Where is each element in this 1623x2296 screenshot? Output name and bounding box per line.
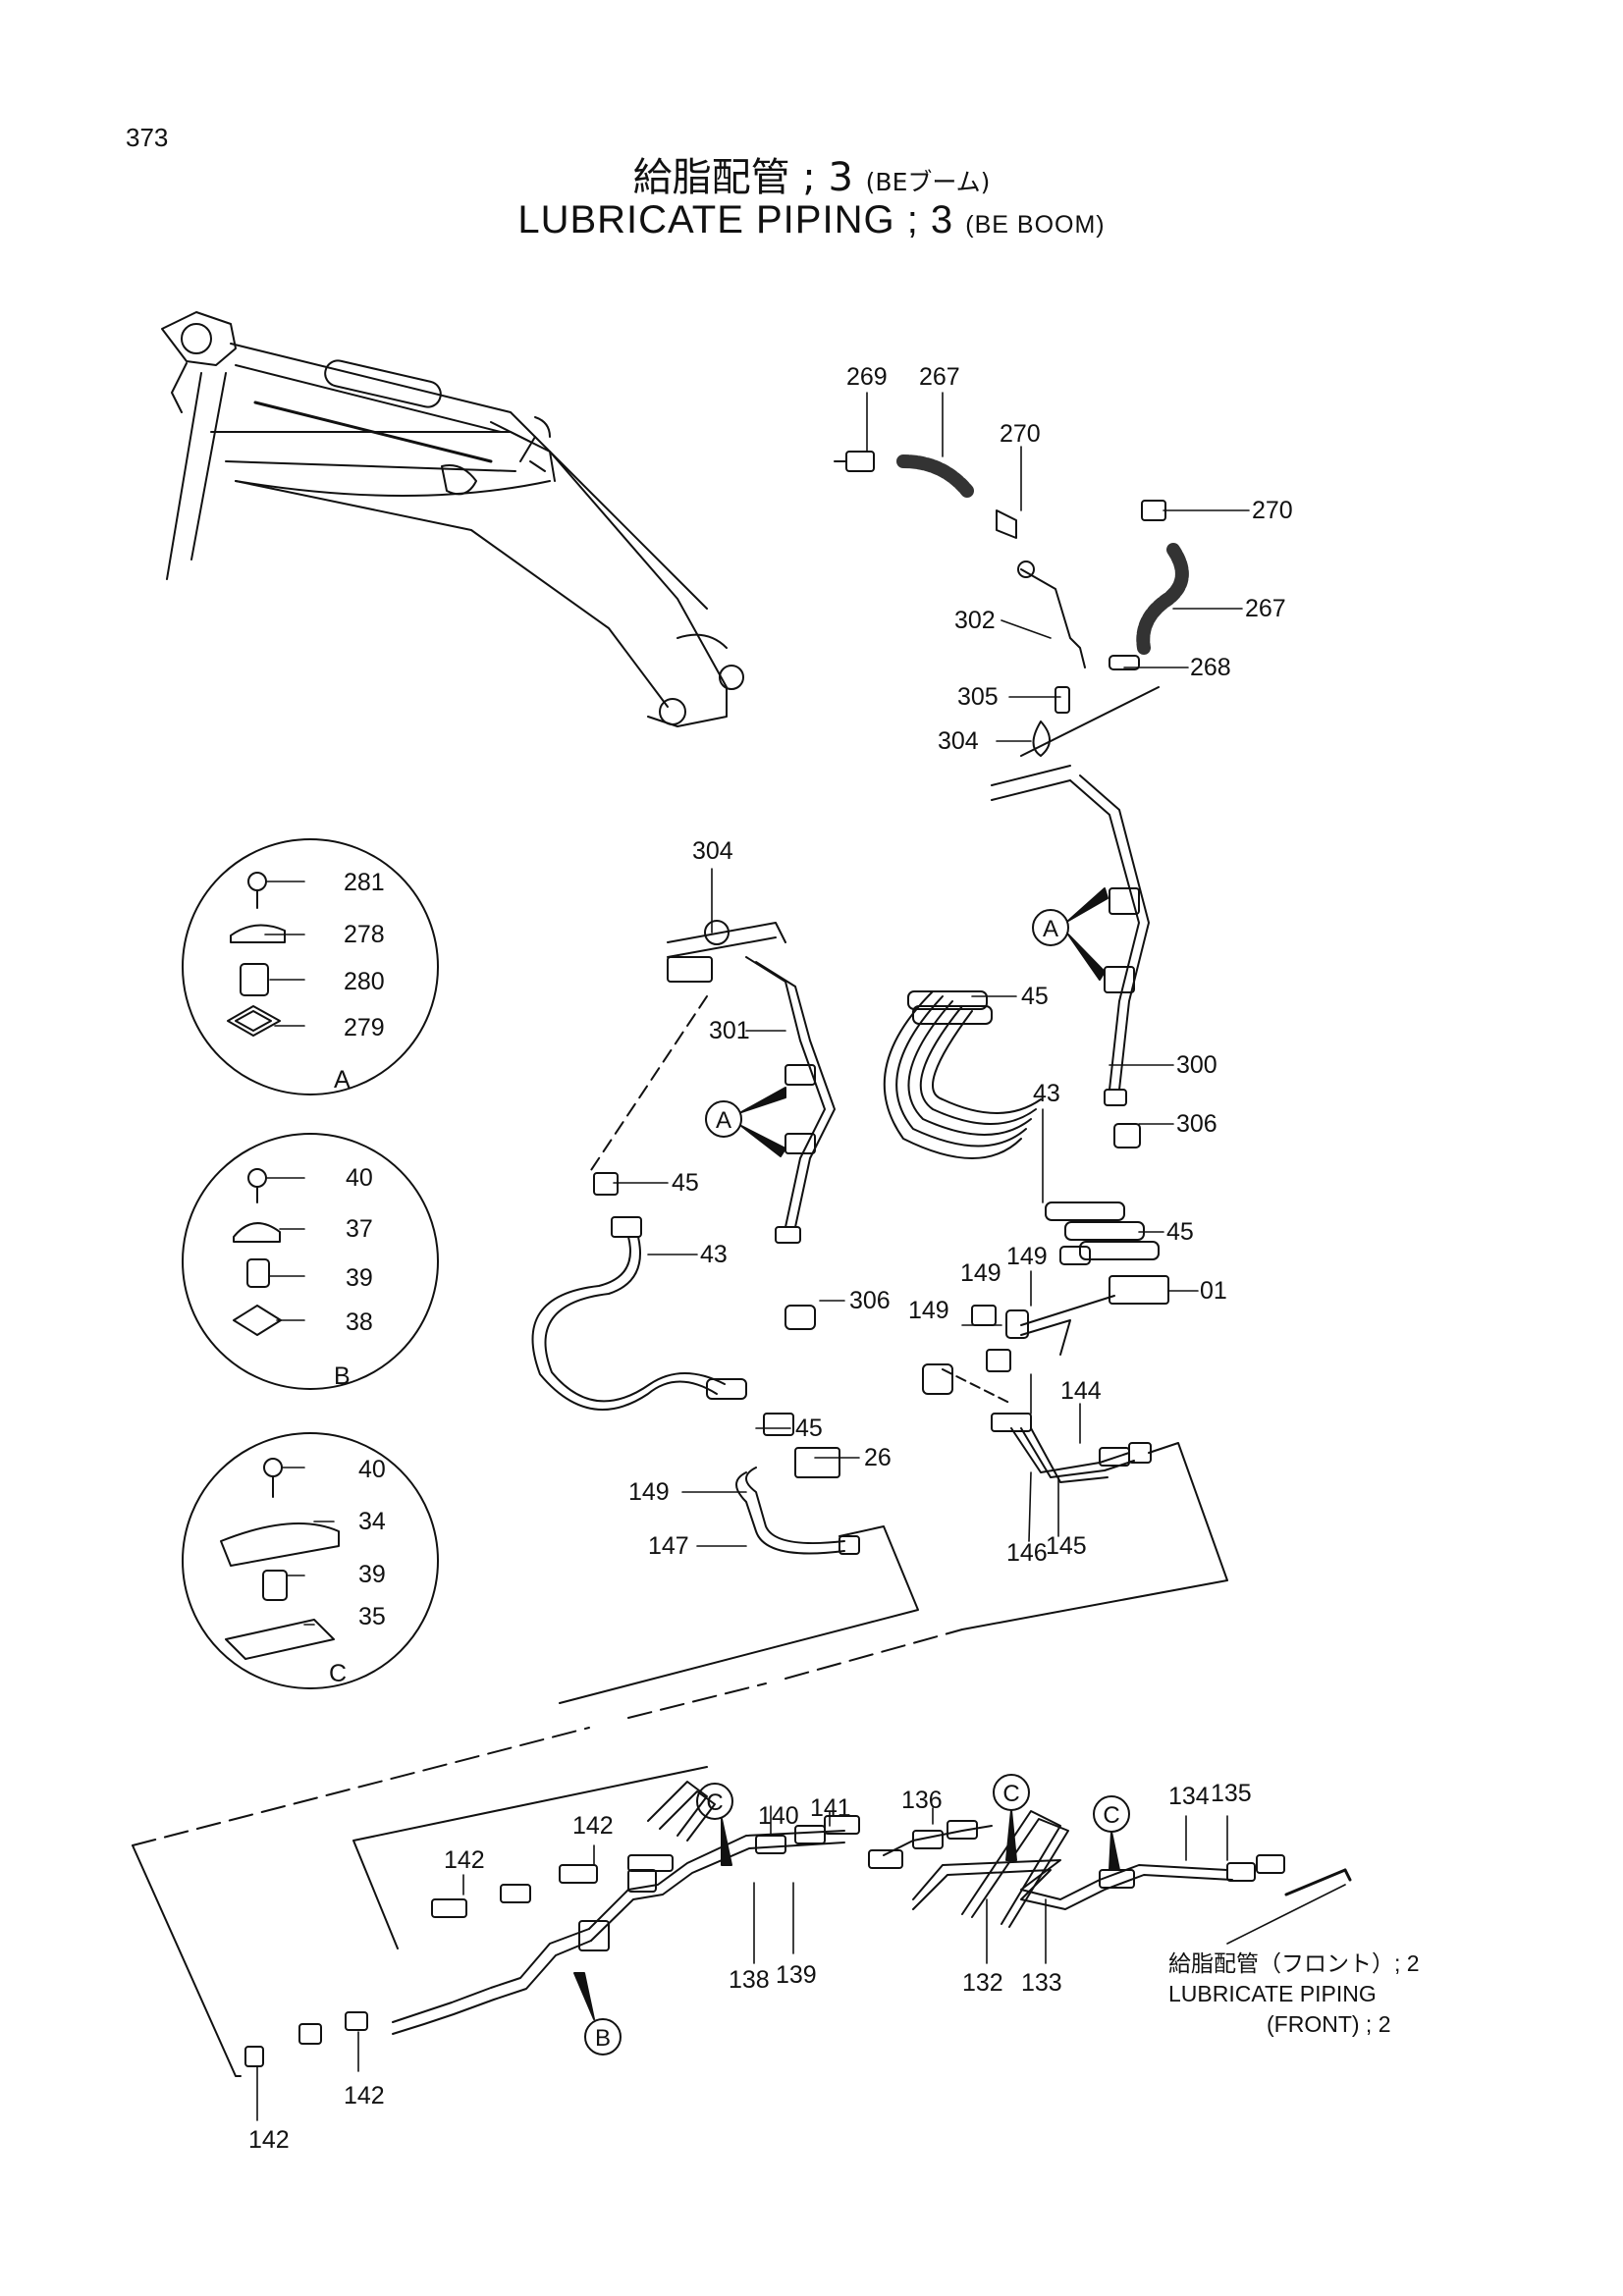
part-number: 149	[1006, 1243, 1048, 1270]
part-number: 142	[344, 2082, 385, 2109]
callout-a-left: A	[716, 1107, 731, 1134]
pipe-301-assembly	[531, 920, 860, 1555]
detail-label-b: B	[334, 1362, 351, 1390]
part-number: 149	[908, 1297, 949, 1324]
front-piping-reference: 給脂配管（フロント）; 2 LUBRICATE PIPING (FRONT) ;…	[1168, 1949, 1420, 2040]
part-number: 133	[1021, 1969, 1062, 1997]
part-number: 145	[1046, 1532, 1087, 1560]
part-number: 270	[1252, 497, 1293, 524]
reference-en-line2: (FRONT) ; 2	[1267, 2011, 1391, 2037]
part-number: 306	[849, 1287, 891, 1314]
part-number: 35	[358, 1603, 386, 1630]
callout-a-top: A	[1043, 916, 1058, 942]
part-number: 135	[1211, 1780, 1252, 1807]
part-number: 280	[344, 968, 385, 995]
hose-bundle-center	[883, 990, 1160, 1265]
title-en-main: LUBRICATE PIPING ; 3	[517, 198, 954, 241]
hose-group-top	[834, 451, 1189, 1148]
part-number: 279	[344, 1014, 385, 1041]
frame-right-box	[961, 1442, 1228, 1630]
callout-c-2: C	[1002, 1781, 1019, 1807]
lower-piping-assembly	[244, 1781, 1352, 2067]
title-jp-main: 給脂配管 ; 3	[632, 155, 853, 200]
callout-letters: A A B C C C	[595, 916, 1120, 2052]
part-number: 45	[1021, 983, 1049, 1010]
callout-b: B	[595, 2025, 611, 2052]
part-labels: 269 267 270 270 267 302 268 305 304 304 …	[248, 363, 1293, 2154]
page-number: 373	[126, 123, 169, 152]
part-number: 149	[960, 1259, 1001, 1287]
callout-c-3: C	[1103, 1802, 1119, 1829]
part-number: 301	[709, 1017, 750, 1044]
part-number: 142	[572, 1812, 614, 1840]
detail-circle-a	[182, 838, 439, 1095]
callout-c-1: C	[706, 1789, 723, 1816]
title-english: LUBRICATE PIPING ; 3 (BE BOOM)	[0, 198, 1623, 242]
distributor-block	[922, 1275, 1169, 1483]
part-number: 146	[1006, 1539, 1048, 1567]
detail-label-c: C	[329, 1660, 347, 1687]
detail-view-labels: A B C	[329, 1066, 351, 1687]
part-number: 305	[957, 683, 999, 711]
part-number: 134	[1168, 1783, 1210, 1810]
detail-circle-c	[182, 1432, 439, 1689]
part-number: 136	[901, 1787, 943, 1814]
part-number: 306	[1176, 1110, 1217, 1138]
detail-label-a: A	[334, 1066, 351, 1094]
detail-part-numbers: 281 278 280 279 40 37 39 38 40 34 39 35	[344, 869, 386, 1630]
title-japanese: 給脂配管 ; 3 (BEブーム)	[0, 145, 1623, 202]
connection-line-left	[132, 1629, 963, 1846]
part-number: 144	[1060, 1377, 1102, 1405]
part-number: 40	[346, 1164, 373, 1192]
part-number: 147	[648, 1532, 689, 1560]
reference-jp: 給脂配管（フロント）; 2	[1168, 1950, 1420, 1976]
part-number: 304	[938, 727, 979, 755]
boom-illustration	[161, 311, 744, 727]
part-number: 268	[1190, 654, 1231, 681]
part-number: 270	[1000, 420, 1041, 448]
part-number: 267	[1245, 595, 1286, 622]
part-number: 142	[444, 1846, 485, 1874]
part-number: 278	[344, 921, 385, 948]
part-number: 40	[358, 1456, 386, 1483]
part-number: 39	[358, 1561, 386, 1588]
part-number: 300	[1176, 1051, 1217, 1079]
frame-left-box	[132, 1525, 919, 2077]
part-number: 34	[358, 1508, 386, 1535]
part-number: 39	[346, 1264, 373, 1292]
part-number: 45	[1166, 1218, 1194, 1246]
title-en-suffix: (BE BOOM)	[965, 211, 1106, 239]
part-number: 26	[864, 1444, 892, 1471]
part-number: 269	[846, 363, 888, 391]
part-number: 132	[962, 1969, 1003, 1997]
callout-markers	[573, 887, 1130, 2056]
leader-lines	[256, 392, 1346, 2121]
part-number: 37	[346, 1215, 373, 1243]
part-number: 141	[810, 1794, 851, 1822]
reference-en-line1: LUBRICATE PIPING	[1168, 1981, 1377, 2006]
title-jp-suffix: (BEブーム)	[865, 168, 991, 196]
part-number: 45	[672, 1169, 699, 1197]
frame-lower-box	[352, 1766, 708, 1949]
part-number: 302	[954, 607, 996, 634]
part-number: 138	[729, 1966, 770, 1994]
part-number: 281	[344, 869, 385, 896]
part-number: 43	[700, 1241, 728, 1268]
part-number: 267	[919, 363, 960, 391]
part-number: 45	[795, 1415, 823, 1442]
part-number: 304	[692, 837, 733, 865]
part-number: 139	[776, 1961, 817, 1989]
part-number: 149	[628, 1478, 670, 1506]
part-number: 142	[248, 2126, 290, 2154]
part-number: 140	[758, 1802, 799, 1830]
part-number: 38	[346, 1308, 373, 1336]
detail-circle-b	[182, 1133, 439, 1390]
part-number: 01	[1200, 1277, 1227, 1305]
part-number: 43	[1033, 1080, 1060, 1107]
